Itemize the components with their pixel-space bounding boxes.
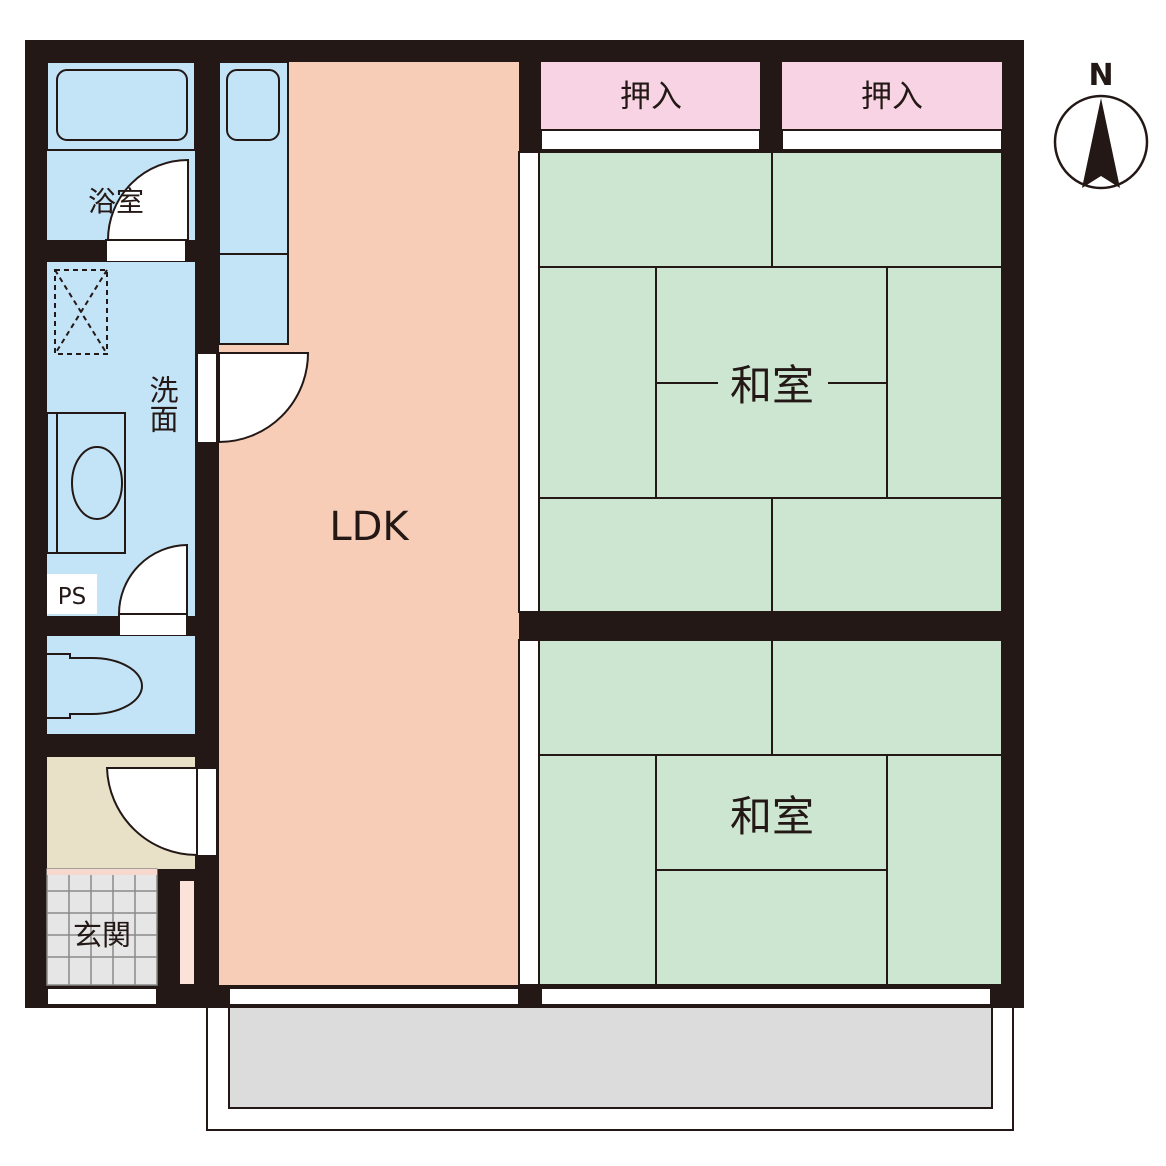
north-arrow-icon	[1082, 98, 1120, 188]
ldk-balcony-window	[228, 987, 520, 1006]
washroom	[46, 262, 195, 616]
balcony	[206, 984, 1014, 1131]
ps-shaft	[47, 574, 97, 614]
ldk-sliding-door-lower	[518, 639, 540, 986]
front-door-frame	[196, 767, 218, 857]
bath-door-opening	[105, 239, 187, 263]
ldk-room	[218, 61, 519, 985]
bathroom	[46, 61, 196, 241]
ldk-label: LDK	[329, 504, 410, 550]
toilet-bowl	[47, 653, 143, 719]
closet-left-label: 押入	[620, 79, 682, 115]
shoe-cabinet	[178, 879, 196, 986]
entrance-hall	[47, 757, 218, 869]
bath-label: 浴室	[88, 185, 144, 218]
washitsu-lower	[538, 639, 1003, 986]
washitsu-upper-label: 和室	[730, 361, 814, 410]
genkan-tile-floor	[46, 868, 158, 986]
washitsu-balcony-window	[540, 987, 992, 1006]
toilet-room	[47, 636, 195, 734]
entrance-door-sill	[46, 987, 158, 1006]
north-compass: N	[1053, 58, 1149, 190]
washroom-door	[196, 352, 310, 444]
closet-left	[540, 62, 761, 151]
ldk-sliding-door-upper	[518, 151, 540, 613]
closet-right-label: 押入	[861, 79, 923, 115]
entrance-label: 玄関	[73, 918, 131, 952]
partition-rail	[519, 614, 1002, 638]
toilet-door-swing	[117, 543, 188, 615]
washing-machine-space	[54, 269, 108, 355]
closet-right	[781, 62, 1003, 151]
washitsu-lower-label: 和室	[730, 792, 814, 841]
washitsu-upper-label-bg	[718, 362, 828, 406]
compass-north-label: N	[1088, 58, 1113, 93]
washroom-label-vertical: 洗面	[145, 375, 179, 433]
front-door-swing	[105, 767, 198, 857]
bath-door-swing	[106, 158, 189, 241]
toilet-door-opening	[118, 613, 188, 637]
ps-label: PS	[58, 584, 86, 610]
vanity-basin	[71, 446, 123, 520]
